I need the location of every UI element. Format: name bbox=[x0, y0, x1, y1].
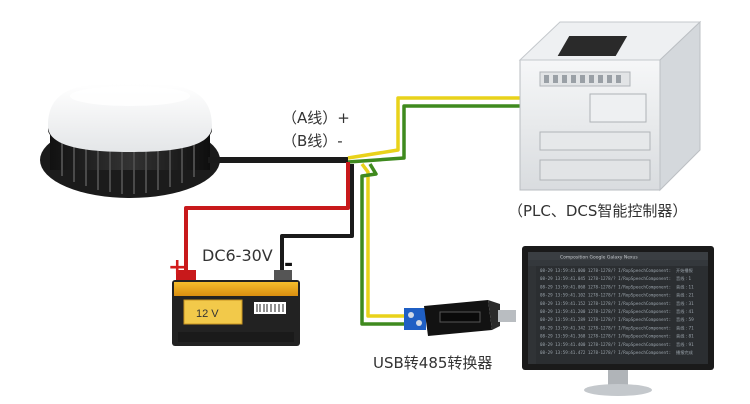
log-row-tag: 音线 : 41 bbox=[676, 308, 694, 315]
power-label: DC6-30V bbox=[202, 246, 273, 265]
log-row-tag: 音线 : 81 bbox=[676, 333, 694, 340]
monitor: Composition Google Galaxy Nexus 08-29 13:… bbox=[522, 246, 714, 396]
log-row: 08-29 13:59:41.200 1278-1278/? I/RopSpee… bbox=[540, 309, 671, 314]
log-row: 08-29 13:59:41.342 1278-1278/? I/RopSpee… bbox=[540, 325, 671, 330]
battery-voltage: 12 V bbox=[196, 308, 219, 320]
log-row-tag: 音线 : 59 bbox=[676, 316, 694, 323]
wire-black-battery bbox=[280, 164, 354, 278]
battery: 12 V bbox=[172, 270, 300, 346]
log-row: 08-29 13:59:41.472 1278-1278/? I/RopSpee… bbox=[540, 350, 671, 355]
positive-sign: + bbox=[168, 255, 187, 280]
log-row: 08-29 13:59:41.400 1278-1278/? I/RopSpee… bbox=[540, 342, 671, 347]
log-row-tag: 音线 : 1 bbox=[676, 275, 691, 282]
b-line-label: （B线）- bbox=[282, 132, 343, 150]
wire-red-battery bbox=[184, 162, 350, 278]
log-row: 08-29 13:59:41.368 1278-1278/? I/RopSpee… bbox=[540, 334, 671, 339]
wire-yellow-plc bbox=[347, 96, 520, 160]
log-row-tag: 开始播报 bbox=[676, 267, 694, 274]
converter-label: USB转485转换器 bbox=[373, 354, 493, 372]
log-row-tag: 音线 : 21 bbox=[676, 292, 694, 299]
usb-485-converter bbox=[404, 300, 516, 336]
log-row-tag: 播报完成 bbox=[676, 349, 693, 356]
log-rows: Composition Google Galaxy Nexus 08-29 13:… bbox=[540, 255, 694, 357]
log-row: 08-29 13:59:41.102 1278-1278/? I/RopSpee… bbox=[540, 293, 671, 298]
log-row: 08-29 13:59:41.000 1278-1278/? I/RopSpee… bbox=[540, 268, 671, 273]
log-row: 08-29 13:59:41.068 1278-1278/? I/RopSpee… bbox=[540, 284, 671, 289]
wire-green-converter bbox=[360, 163, 408, 326]
log-row: 08-29 13:59:41.152 1278-1278/? I/RopSpee… bbox=[540, 301, 671, 306]
log-row-tag: 音线 : 31 bbox=[676, 300, 694, 307]
alarm-light bbox=[40, 83, 220, 198]
wire-green-plc bbox=[347, 104, 520, 164]
a-line-label: （A线）+ bbox=[282, 109, 350, 127]
monitor-window-title: Composition Google Galaxy Nexus bbox=[560, 255, 638, 261]
log-row-tag: 音线 : 11 bbox=[676, 283, 694, 290]
wires bbox=[184, 96, 520, 326]
log-row: 08-29 13:59:41.289 1278-1278/? I/RopSpee… bbox=[540, 317, 671, 322]
controller-label: （PLC、DCS智能控制器） bbox=[508, 202, 688, 220]
log-row-tag: 音线 : 71 bbox=[676, 324, 694, 331]
negative-sign: - bbox=[284, 252, 294, 277]
log-row: 08-29 13:59:41.045 1278-1278/? I/RopSpee… bbox=[540, 276, 671, 281]
wire-yellow-converter bbox=[360, 162, 408, 318]
log-row-tag: 音线 : 91 bbox=[676, 341, 694, 348]
plc-controller bbox=[518, 20, 702, 192]
